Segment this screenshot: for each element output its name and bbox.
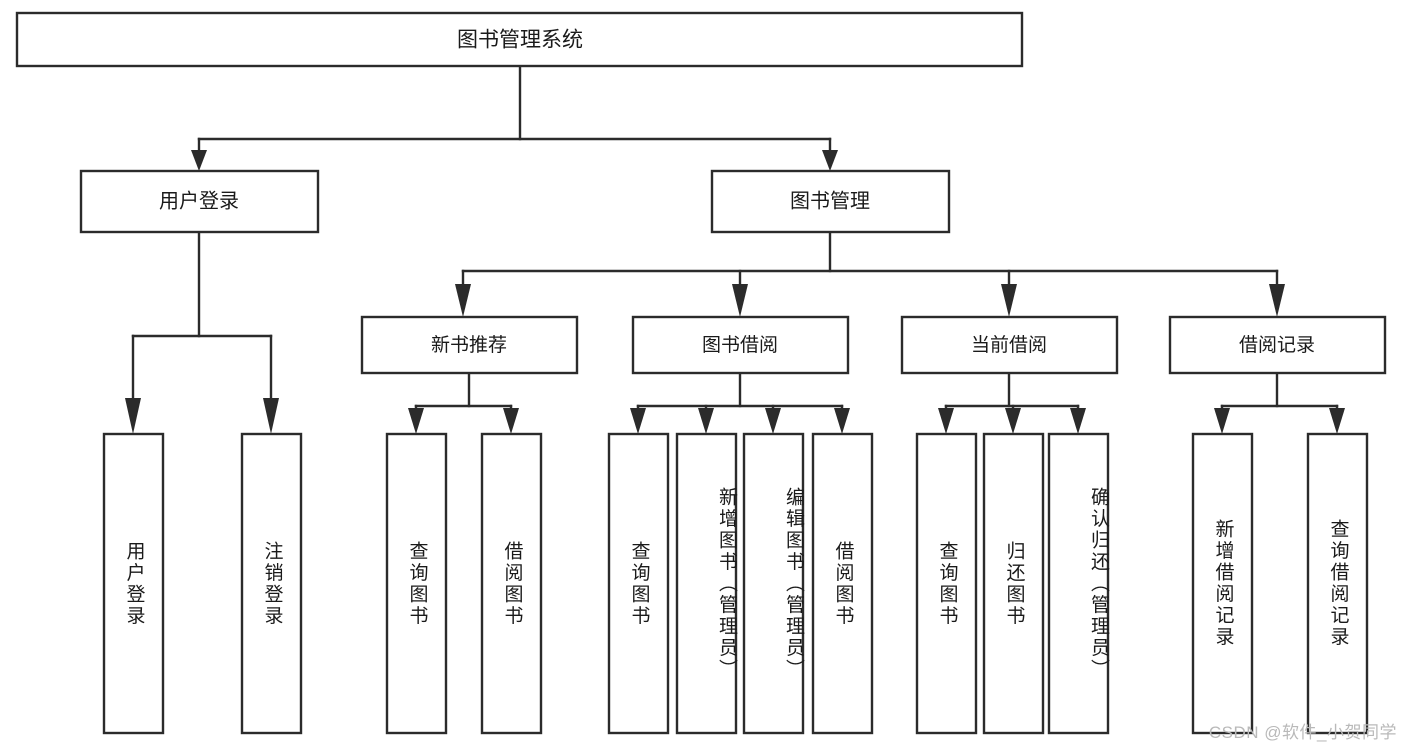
node-level2-box-3[interactable] xyxy=(1168,315,1387,375)
arrow-head-icon xyxy=(503,408,519,434)
node-leaf-box-5[interactable] xyxy=(675,432,738,735)
node-level2-box-0[interactable] xyxy=(360,315,579,375)
arrow-head-icon xyxy=(1005,408,1021,434)
node-root-box[interactable] xyxy=(15,11,1024,68)
node-leaf-box-0[interactable] xyxy=(102,432,165,735)
node-level2-label-0: 新书推荐 xyxy=(431,334,507,356)
arrow-head-icon xyxy=(938,408,954,434)
arrow-head-icon xyxy=(1070,408,1086,434)
arrow-head-icon xyxy=(765,408,781,434)
connector-group-book-borrow xyxy=(630,371,850,434)
node-level1-box-0[interactable] xyxy=(79,169,320,234)
arrow-head-icon xyxy=(191,150,207,171)
node-root-label: 图书管理系统 xyxy=(457,29,583,52)
node-leaf-box-9[interactable] xyxy=(982,432,1045,735)
watermark-text: CSDN @软件_小贺同学 xyxy=(1208,723,1397,742)
node-leaf-box-4[interactable] xyxy=(607,432,670,735)
arrow-head-icon xyxy=(263,398,279,434)
arrow-head-icon xyxy=(125,398,141,434)
node-level2-label-1: 图书借阅 xyxy=(702,334,778,356)
connector-group-new-book xyxy=(408,371,519,434)
node-level2-box-2[interactable] xyxy=(900,315,1119,375)
arrow-head-icon xyxy=(1214,408,1230,434)
arrow-head-icon xyxy=(408,408,424,434)
arrow-head-icon xyxy=(698,408,714,434)
node-level2-box-1[interactable] xyxy=(631,315,850,375)
node-leaf-box-12[interactable] xyxy=(1306,432,1369,735)
connector-group-user-login xyxy=(125,230,279,434)
arrow-head-icon xyxy=(834,408,850,434)
connector-group-current-borrow xyxy=(938,371,1086,434)
node-leaf-box-6[interactable] xyxy=(742,432,805,735)
arrow-head-icon xyxy=(1269,284,1285,317)
node-level1-label-0: 用户登录 xyxy=(159,189,239,212)
arrow-head-icon xyxy=(455,284,471,317)
arrow-head-icon xyxy=(630,408,646,434)
node-level2-label-2: 当前借阅 xyxy=(971,334,1047,356)
node-leaf-box-1[interactable] xyxy=(240,432,303,735)
connector-group-book-mgmt xyxy=(455,230,1285,317)
node-leaf-box-7[interactable] xyxy=(811,432,874,735)
arrow-head-icon xyxy=(1329,408,1345,434)
node-level2-label-3: 借阅记录 xyxy=(1239,334,1315,356)
node-level1-label-1: 图书管理 xyxy=(790,189,870,212)
node-leaf-box-8[interactable] xyxy=(915,432,978,735)
connector-group-borrow-record xyxy=(1214,371,1345,434)
node-level1-box-1[interactable] xyxy=(710,169,951,234)
node-leaf-box-3[interactable] xyxy=(480,432,543,735)
node-leaf-box-2[interactable] xyxy=(385,432,448,735)
arrow-head-icon xyxy=(822,150,838,171)
arrow-head-icon xyxy=(732,284,748,317)
connector-group-root xyxy=(191,64,838,171)
node-leaf-box-11[interactable] xyxy=(1191,432,1254,735)
node-leaf-box-10[interactable] xyxy=(1047,432,1110,735)
arrow-head-icon xyxy=(1001,284,1017,317)
